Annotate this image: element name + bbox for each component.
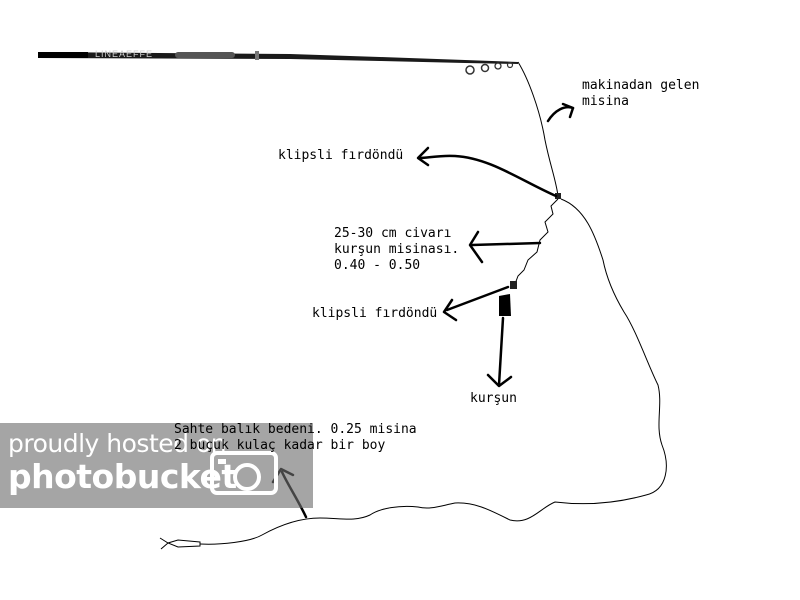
- label-lead-line-3: 0.40 - 0.50: [334, 258, 421, 273]
- fake-fish-lure: [166, 539, 201, 548]
- rod-guide: [506, 61, 514, 69]
- label-leader-1: Sahte balık bedeni. 0.25 misina: [174, 422, 417, 437]
- arrow-sinker: [497, 316, 505, 387]
- rod-guide: [465, 65, 475, 75]
- label-lead-line: 25-30 cm civarı kurşun misinası. 0.40 - …: [334, 226, 459, 274]
- label-lead-line-1: 25-30 cm civarı: [334, 226, 452, 241]
- lure-tail: [159, 537, 169, 550]
- label-bottom-swivel: klipsli fırdöndü: [312, 306, 438, 321]
- label-sinker: kurşun: [470, 391, 517, 406]
- rod-brand-label: LINEAEFFE: [95, 49, 154, 59]
- rod-guide: [494, 62, 502, 70]
- label-lead-line-2: kurşun misinası.: [334, 242, 460, 257]
- label-line-from-reel: makinadan gelen misina: [582, 78, 699, 110]
- label-line-from-reel-1: makinadan gelen: [582, 78, 700, 93]
- arrow-bottom-swivel: [445, 285, 510, 312]
- arrow-top-swivel: [418, 154, 558, 198]
- main-line: [517, 61, 559, 197]
- rod-butt: [38, 52, 88, 58]
- rod-ferrule: [255, 51, 259, 60]
- arrowhead: [442, 298, 458, 322]
- label-leader: Sahte balık bedeni. 0.25 misina 2 buçuk …: [174, 422, 417, 454]
- arrow-line-from-reel: [546, 105, 575, 123]
- sinker: [499, 294, 511, 316]
- watermark-line-2: photobucket: [8, 457, 237, 496]
- arrowhead: [486, 373, 513, 388]
- rod-reel-seat: [175, 52, 235, 58]
- arrow-lead-line: [470, 241, 542, 247]
- label-leader-2: 2 buçuk kulaç kadar bir boy: [174, 438, 386, 453]
- rod-guide: [480, 63, 490, 73]
- rod-blank: [38, 52, 518, 64]
- bottom-swivel: [510, 281, 517, 289]
- label-line-from-reel-2: misina: [582, 94, 629, 109]
- watermark-line-1: proudly hosted on: [8, 429, 227, 458]
- camera-icon: [210, 451, 278, 495]
- label-top-swivel: klipsli fırdöndü: [278, 148, 404, 163]
- fishing-rod: [38, 51, 518, 75]
- arrowhead: [468, 230, 484, 264]
- photobucket-watermark: proudly hosted on photobucket: [0, 423, 313, 508]
- arrowhead: [416, 146, 430, 167]
- leader-line: [199, 198, 667, 545]
- top-swivel: [555, 193, 561, 199]
- lead-line: [514, 198, 559, 285]
- arrowhead: [561, 102, 575, 119]
